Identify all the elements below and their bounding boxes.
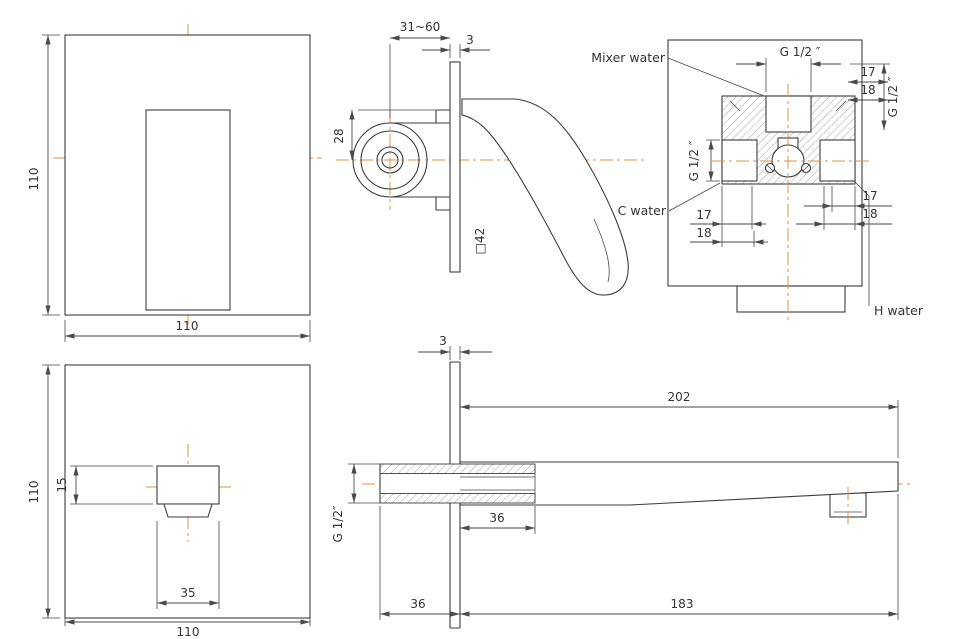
- dim-wall-depth-range: 31~60: [400, 20, 441, 34]
- mixer-side-view: 31~60 3 28 □42: [332, 20, 648, 296]
- valve-body-profile: [390, 109, 450, 211]
- dim-plate-thickness: 3: [439, 334, 447, 348]
- valve-spindle-center: [381, 151, 399, 169]
- thread-g12-spout: G 1/2″: [331, 505, 345, 542]
- spout-front-body: [156, 465, 220, 505]
- spout-front-view: 110 15 35 110: [27, 364, 311, 639]
- dim-wall-depth: 36: [410, 597, 425, 611]
- dim-18-bottom-left: 18: [696, 226, 711, 240]
- label-cold-water: C water: [618, 203, 667, 218]
- supply-block: [736, 285, 846, 313]
- fixing-screw-marks: [729, 100, 847, 112]
- dim-spout-width: 35: [180, 586, 195, 600]
- spout-side-view: 3 202 36 G 1/2″ 36 183: [331, 334, 912, 629]
- dim-17-bottom-right: 17: [862, 189, 877, 203]
- dim-plate-height: 110: [27, 481, 41, 504]
- lever-handle-edge-line: [593, 218, 610, 283]
- mixer-handle-front: [145, 109, 231, 311]
- dim-17-bottom-left: 17: [696, 208, 711, 222]
- inlet-pipe-wall-top: [379, 463, 536, 474]
- inlet-pipe-wall-bottom: [379, 493, 536, 504]
- dim-body-height: 28: [332, 128, 346, 143]
- dim-projection: 183: [671, 597, 694, 611]
- spout-side-dimensions: 3 202 36 G 1/2″ 36 183: [331, 334, 899, 620]
- dim-plate-square: □42: [473, 228, 487, 255]
- mixer-back-labels: Mixer water C water H water: [591, 50, 924, 318]
- screw-slots: [766, 164, 810, 172]
- spout-mouth: [163, 503, 213, 518]
- label-mixer-water: Mixer water: [591, 50, 666, 65]
- label-hot-water: H water: [874, 303, 924, 318]
- thread-g12-top: G 1/2 ″: [780, 45, 821, 59]
- thread-g12-right: G 1/2 ″: [886, 76, 900, 117]
- dim-plate-width: 110: [177, 625, 200, 639]
- dim-spout-height: 15: [55, 477, 69, 492]
- mixer-faceplate-outline: [64, 34, 311, 316]
- mixer-back-view: G 1/2 ″ 17 18 G 1/2 ″ G 1/2 ″ 17 18: [591, 39, 924, 320]
- valve-body-inner: [360, 130, 420, 190]
- lever-handle-profile: [461, 98, 629, 296]
- dim-17-top-right: 17: [860, 65, 875, 79]
- wall-plate-side: [449, 61, 461, 273]
- mixer-back-dimensions: G 1/2 ″ 17 18 G 1/2 ″ G 1/2 ″ 17 18: [687, 45, 900, 247]
- dim-18-top-right: 18: [860, 83, 875, 97]
- dim-shank-length: 36: [489, 511, 504, 525]
- mixer-front-dimensions: 110 110: [27, 34, 311, 342]
- dim-plate-width: 110: [176, 319, 199, 333]
- spout-front-dimensions: 110 15 35 110: [27, 364, 311, 639]
- dim-plate-thickness: 3: [466, 33, 474, 47]
- thread-g12-left: G 1/2 ″: [687, 140, 701, 181]
- mixer-side-dimensions: 31~60 3 28 □42: [332, 20, 490, 254]
- dim-total-length: 202: [668, 390, 691, 404]
- mixer-front-view: 110 110: [27, 24, 322, 342]
- shank-thread-detail: [460, 464, 536, 503]
- dim-18-bottom-right: 18: [862, 207, 877, 221]
- dim-plate-height: 110: [27, 168, 41, 191]
- valve-spindle: [376, 146, 404, 174]
